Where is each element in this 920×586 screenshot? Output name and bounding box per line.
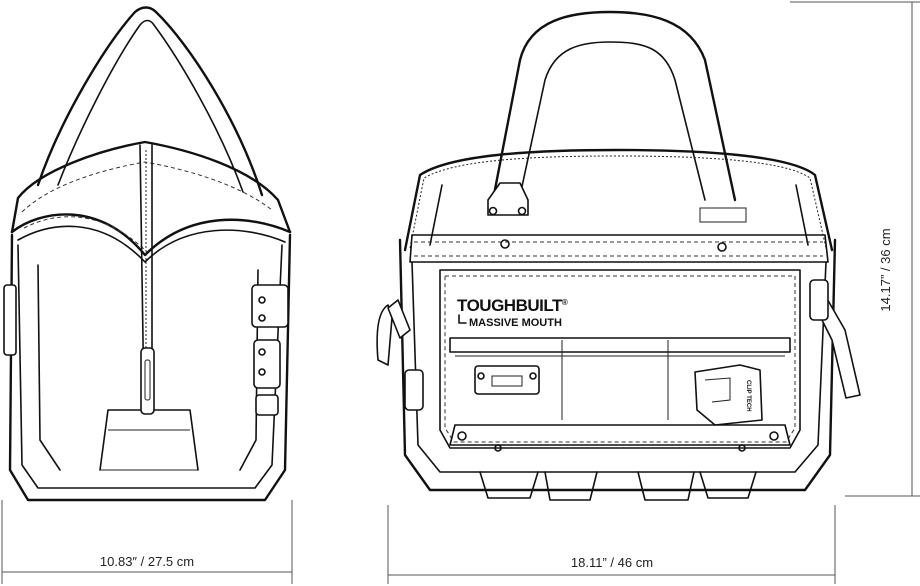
clip-tech-tag: CLIP TECH: [745, 380, 751, 412]
side-width-dimension: 10.83″ / 27.5 cm: [1, 500, 293, 584]
height-label: 14.17” / 36 cm: [878, 228, 893, 311]
product-name-text: MASSIVE MOUTH: [469, 317, 562, 329]
brand-logo-text: TOUGHBUILT®: [457, 296, 568, 315]
side-view-bag: [3, 6, 292, 502]
front-width-dimension: 18.11” / 46 cm: [387, 505, 836, 584]
front-width-label: 18.11” / 46 cm: [571, 555, 653, 570]
front-view-bag: TOUGHBUILT® MASSIVE MOUTH CLIP TECH: [376, 10, 861, 501]
side-width-label: 10.83″ / 27.5 cm: [100, 554, 194, 569]
height-dimension: 14.17” / 36 cm: [790, 1, 920, 497]
